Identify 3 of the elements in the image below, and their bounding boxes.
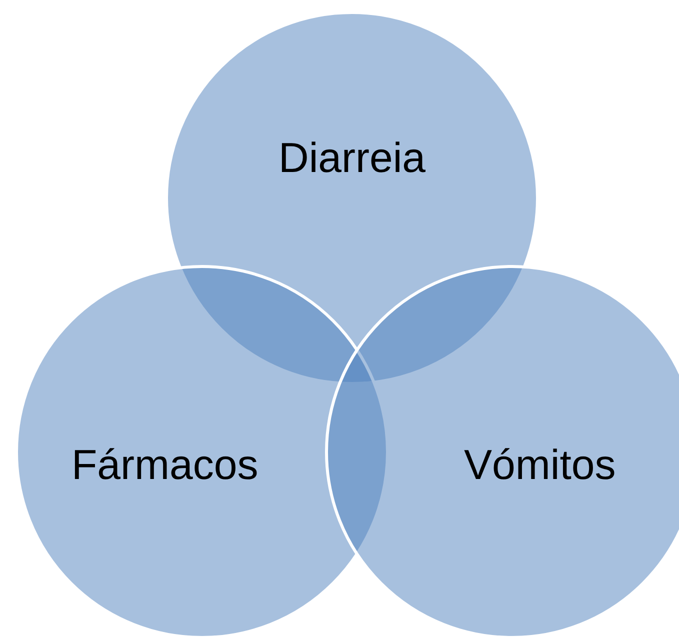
circle-label: Diarreia <box>278 137 426 179</box>
circle-label: Vómitos <box>464 444 616 486</box>
circle-label: Fármacos <box>72 444 258 486</box>
